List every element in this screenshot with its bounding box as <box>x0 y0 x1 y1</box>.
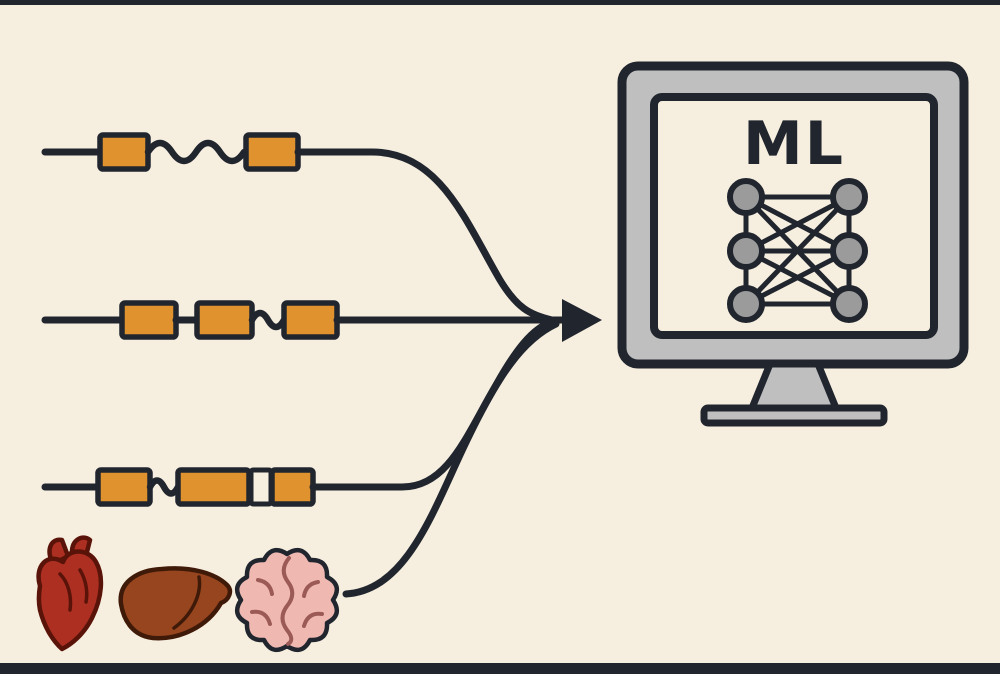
exon-box <box>269 467 316 507</box>
track-curve-to-merge <box>294 148 556 324</box>
brain-gyri-line <box>250 609 272 626</box>
sequence-track-top <box>41 132 556 324</box>
brain-organ-icon <box>234 547 340 653</box>
brain-gyri-line <box>302 580 320 598</box>
brain-gyri-line <box>256 578 274 596</box>
liver-organ-icon <box>118 566 233 641</box>
squiggle-intron <box>248 309 288 331</box>
exon-box <box>119 300 179 340</box>
sequence-track-middle <box>41 300 566 340</box>
exon-box <box>95 467 153 507</box>
sequence-track-bottom <box>41 317 558 507</box>
monitor-icon: ML <box>617 61 969 427</box>
network-node <box>830 232 868 270</box>
heart-organ-icon <box>36 535 104 652</box>
exon-box <box>175 467 252 507</box>
network-node <box>830 178 868 216</box>
monitor-screen <box>650 93 938 339</box>
exon-box <box>194 300 255 340</box>
blank-box <box>248 467 274 507</box>
liver-body <box>118 566 233 641</box>
network-node <box>727 232 765 270</box>
organs-curve-to-merge <box>342 320 560 598</box>
network-node <box>727 285 765 323</box>
bottom-border <box>0 663 1000 674</box>
track-curve-to-merge <box>309 317 558 491</box>
liver-lobe-line <box>172 575 202 630</box>
merge-arrow-icon <box>562 299 602 342</box>
squiggle-intron <box>144 139 248 165</box>
brain-body <box>234 547 340 653</box>
heart-detail-line <box>58 572 73 612</box>
ml-label: ML <box>743 109 845 179</box>
brain-gyri-line <box>302 611 324 628</box>
top-border <box>0 0 1000 5</box>
exon-box <box>243 132 301 172</box>
heart-detail-line <box>78 568 89 604</box>
monitor-stand <box>746 360 842 412</box>
network-node <box>727 178 765 216</box>
exon-box <box>97 132 151 172</box>
exon-box <box>281 300 340 340</box>
squiggle-intron <box>146 477 182 497</box>
neural-network-icon <box>727 178 868 323</box>
monitor-base <box>700 404 888 427</box>
network-node <box>830 285 868 323</box>
brain-gyri-line <box>280 556 295 646</box>
